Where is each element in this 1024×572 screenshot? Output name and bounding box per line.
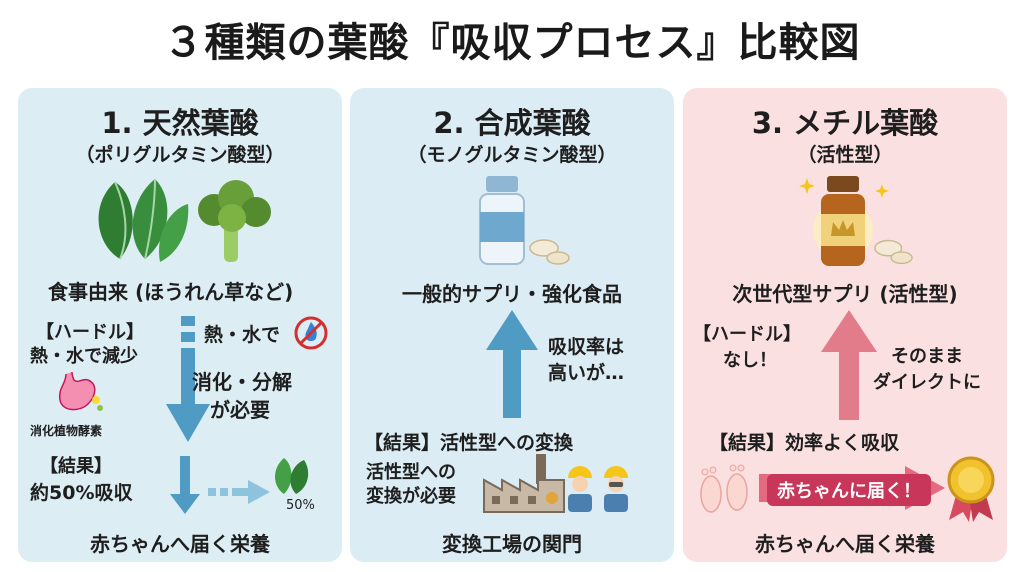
result-text: 約50%吸収 — [30, 482, 133, 504]
source-label: 次世代型サプリ (活性型) — [732, 282, 958, 306]
sparkle-icon — [799, 178, 815, 194]
percent-label: 50% — [286, 498, 315, 513]
badge-label: 赤ちゃんに届く！ — [767, 474, 931, 506]
factory-icon — [483, 454, 565, 513]
direct-line-2: ダイレクトに — [873, 372, 981, 393]
page-title: ３種類の葉酸『吸収プロセス』比較図 — [163, 20, 861, 66]
sparkle-icon — [875, 184, 889, 198]
heat-note: 熱・水で — [204, 324, 281, 346]
panel-synthetic-folate: 2. 合成葉酸 （モノグルタミン酸型） 一般的サプリ・強化食品 吸収率は 高いが… — [350, 88, 674, 562]
hurdle-text: なし！ — [723, 350, 777, 371]
panel-subtitle: （ポリグルタミン酸型） — [75, 144, 285, 166]
bottom-label: 変換工場の関門 — [442, 532, 582, 556]
small-spinach-icon — [275, 458, 309, 494]
hurdle-text: 熱・水で減少 — [30, 346, 138, 367]
process-text: 消化・分解 — [192, 370, 292, 394]
panel-methyl-folate: 3. メチル葉酸 （活性型） 次世代型サプリ (活性型) 【ハードル】 なし！ … — [683, 88, 1007, 562]
broccoli-icon — [198, 180, 271, 262]
spinach-icon — [98, 178, 189, 262]
hurdle-label: 【ハードル】 — [36, 322, 144, 343]
panel-title: 1. 天然葉酸 — [101, 106, 259, 140]
bottom-label: 赤ちゃんへ届く栄養 — [90, 532, 270, 556]
stomach-icon — [58, 371, 103, 411]
pills-icon — [529, 239, 570, 265]
small-arrow-down — [170, 456, 200, 514]
conversion-line-2: 変換が必要 — [366, 486, 456, 507]
note-line-1: 吸収率は — [548, 336, 625, 358]
source-label: 一般的サプリ・強化食品 — [402, 282, 622, 306]
note-line-2: 高いが… — [548, 362, 625, 384]
dashed-arrow-right — [208, 480, 270, 504]
enzyme-label: 消化植物酵素 — [30, 424, 103, 438]
no-fire-icon — [294, 316, 328, 350]
worker-icon — [568, 466, 592, 512]
source-label: 食事由来 (ほうれん草など) — [48, 280, 294, 304]
gold-bottle-icon — [813, 176, 873, 266]
flow-arrow-down — [166, 316, 210, 442]
panel-natural-folate: 1. 天然葉酸 （ポリグルタミン酸型） 食事由来 (ほうれん草など) 【ハードル… — [18, 88, 342, 562]
result-text: 【結果】効率よく吸収 — [709, 432, 900, 454]
bottle-icon — [479, 176, 525, 265]
flow-arrow-up — [821, 310, 877, 420]
panel-subtitle: （活性型） — [797, 144, 893, 166]
medal-icon — [947, 456, 995, 522]
hurdle-label: 【ハードル】 — [693, 324, 801, 345]
panel-subtitle: （モノグルタミン酸型） — [407, 144, 617, 166]
panel-title: 2. 合成葉酸 — [433, 106, 591, 140]
panel-title: 3. メチル葉酸 — [751, 106, 939, 140]
direct-line-1: そのまま — [891, 346, 963, 367]
flow-arrow-up — [486, 310, 538, 418]
worker-icon — [604, 466, 628, 512]
bottom-label: 赤ちゃんへ届く栄養 — [755, 532, 935, 556]
footprints-icon — [700, 464, 748, 513]
result-label: 【結果】 — [40, 456, 112, 477]
conversion-line-1: 活性型への — [366, 462, 456, 483]
process-text-2: が必要 — [210, 398, 270, 422]
pills-icon — [874, 239, 913, 265]
result-text: 【結果】活性型への変換 — [364, 432, 574, 454]
